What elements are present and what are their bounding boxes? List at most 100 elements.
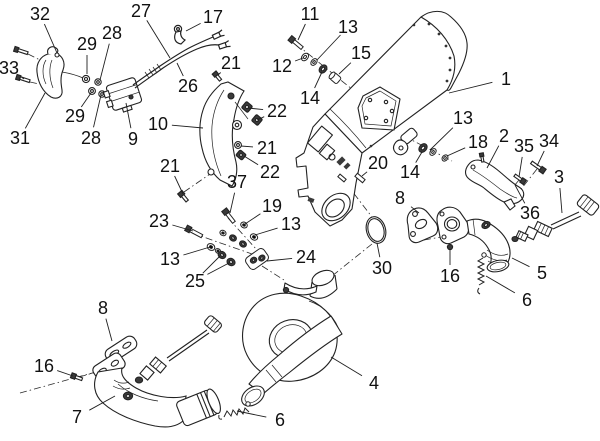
callout-7: 7 [72,407,82,427]
callout-leader-18 [446,147,466,157]
callout-leader-11 [297,23,306,41]
callout-12: 12 [272,56,292,76]
lug-fasteners [337,143,449,184]
bolt-16-left [69,372,84,382]
callout-leader-5 [511,257,530,268]
callout-34: 34 [539,131,559,151]
bolt-37 [221,207,236,225]
washer-upper [219,229,227,237]
callout-5: 5 [537,263,547,283]
callout-leader-23 [172,224,194,232]
muffler-silencer [295,10,468,227]
callout-23: 23 [149,211,169,231]
damper-22a [241,101,253,113]
lambda-sensor-right [511,194,600,243]
callout-leader-12 [294,57,304,62]
callout-9: 9 [128,129,138,149]
heat-shield [176,70,263,203]
washer-13b [429,148,437,156]
callout-leader-15 [338,62,352,75]
callout-11: 11 [301,4,320,24]
sensor-ring [122,391,134,401]
callout-13: 13 [160,249,180,269]
screw-21-bottom [176,189,190,203]
callout-29: 29 [77,34,97,54]
callout-4: 4 [369,373,379,393]
washer-12 [300,52,310,62]
spacer-25a [217,250,227,260]
callout-26: 26 [178,76,198,96]
washer-13d [206,243,216,251]
spring-6-bottom [218,401,251,420]
callout-22: 22 [260,162,280,182]
nut-21-mid [234,141,242,149]
muffler-rivets [369,22,452,148]
screw-34 [529,160,547,175]
washer-28a [94,78,102,86]
nut-18 [441,154,449,162]
callout-21: 21 [160,156,180,176]
callout-leader-37 [229,192,236,214]
callout-leader-6 [236,410,267,418]
callout-leader-22 [243,155,259,166]
callout-17: 17 [203,7,223,27]
callout-leader-3 [559,187,563,214]
callout-leader-2 [486,145,500,169]
callout-1: 1 [501,69,511,89]
callout-6: 6 [275,410,285,430]
callout-16: 16 [34,356,54,376]
callout-36: 36 [520,203,540,223]
screw-21-top [211,70,223,82]
callout-leader-16 [57,370,74,377]
bushing-upper-b [239,240,247,248]
cable-clamp-17 [173,24,187,45]
callout-leader-13 [254,227,278,236]
callout-leader-28 [99,43,110,81]
callout-24: 24 [296,247,316,267]
callout-33: 33 [0,58,19,78]
callout-28: 28 [81,128,101,148]
control-cables [132,24,231,89]
pins-20 [337,172,366,184]
callout-2: 2 [499,126,509,146]
callout-leader-36 [514,184,526,204]
callout-20: 20 [368,153,388,173]
callout-leader-8 [105,318,113,342]
callout-leader-25 [202,255,221,274]
o-ring-30 [365,216,387,244]
callout-leader-17 [185,23,201,32]
callout-13: 13 [281,214,301,234]
callout-30: 30 [372,258,392,278]
bushing-upper-a [229,234,237,242]
callout-leader-22 [247,107,264,111]
plate-holes [363,97,395,124]
callout-leader-35 [518,156,523,178]
head-lugs [307,156,351,203]
bushing-14a [318,64,328,74]
callout-13: 13 [453,108,473,128]
bolt-11 [287,34,304,51]
callout-leader-24 [266,257,293,262]
callout-leader-8 [410,206,420,214]
callout-35: 35 [514,136,534,156]
callout-leader-29 [80,92,92,108]
spacer-15 [328,71,342,84]
washer-13c [249,233,259,241]
callout-14: 14 [300,88,320,108]
callout-27: 27 [131,1,151,21]
callout-leader-34 [536,150,545,167]
callout-leader-14 [415,151,423,163]
callout-16: 16 [440,266,460,286]
washer-13a [310,58,318,66]
callout-leader-26 [176,62,184,77]
spring-6-right [476,252,487,295]
callout-leader-13 [316,34,341,61]
screw-33a [12,45,29,56]
callout-leader-1 [448,81,493,94]
stud-screw [478,152,485,163]
callout-leader-22 [256,116,265,121]
callout-28: 28 [102,23,122,43]
callout-37: 37 [227,172,247,192]
